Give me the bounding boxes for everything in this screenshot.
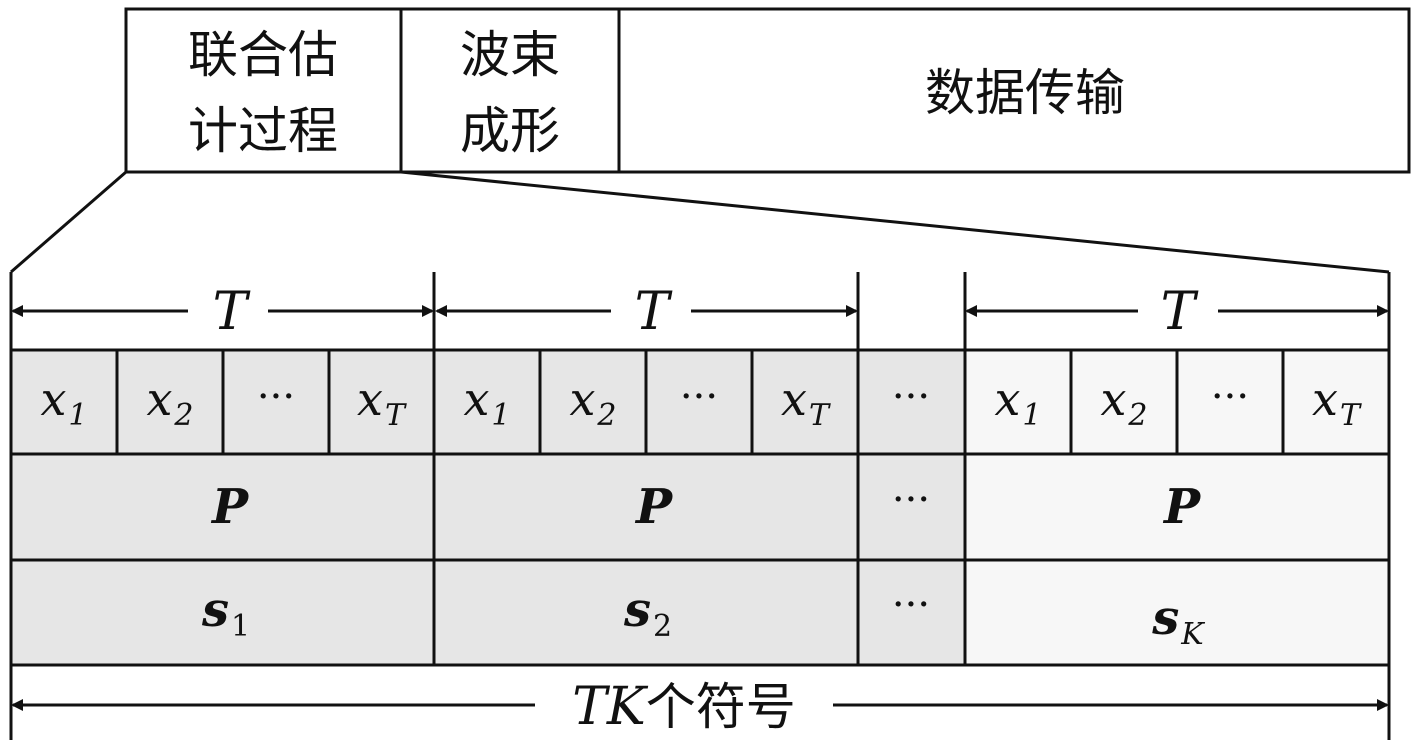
beamforming-label-line1: 波束 <box>460 26 560 84</box>
beamforming-label-line2: 成形 <box>460 102 560 160</box>
ellipsis-cell <box>856 348 967 456</box>
ellipsis-label: ··· <box>892 477 930 523</box>
period-label-2: T <box>635 282 673 342</box>
data-transmission-cell <box>617 7 1411 174</box>
signal-label: s2 <box>623 582 672 644</box>
frame-grid: x1 x2 ··· xT P s1 x1 x2 ··· xT P s2 <box>9 348 1391 667</box>
symbol-label: x1 <box>463 372 510 433</box>
symbol-cell <box>221 348 331 456</box>
ellipsis-cell <box>856 452 967 562</box>
block-k: x1 x2 ··· xT P sK <box>963 348 1391 667</box>
period-label-1: T <box>213 282 251 342</box>
symbol-cell <box>538 348 648 456</box>
ellipsis-column: ··· ··· ··· <box>856 348 967 667</box>
symbol-cell <box>963 348 1073 456</box>
ellipsis-label: ··· <box>892 374 930 420</box>
data-transmission-label: 数据传输 <box>925 64 1125 122</box>
symbol-ellipsis: ··· <box>1211 374 1249 420</box>
signal-cell <box>963 558 1391 667</box>
block-2: x1 x2 ··· xT P s2 <box>432 348 860 667</box>
period-dimensions: T T T <box>9 272 1391 350</box>
zoom-line-left <box>10 170 127 274</box>
ellipsis-cell <box>856 558 967 667</box>
ellipsis-label: ··· <box>892 582 930 628</box>
joint-estimation-label-line2: 计过程 <box>188 102 338 160</box>
symbol-label: xT <box>1312 372 1362 433</box>
matrix-label: P <box>634 479 674 535</box>
symbol-ellipsis: ··· <box>257 374 295 420</box>
symbol-label: xT <box>357 372 407 433</box>
signal-cell <box>9 558 436 667</box>
symbol-cell <box>750 348 860 456</box>
symbol-cell <box>644 348 754 456</box>
symbol-label: xT <box>781 372 831 433</box>
period-label-3: T <box>1161 282 1199 342</box>
matrix-label: P <box>1162 479 1202 535</box>
joint-estimation-label-line1: 联合估 <box>188 26 338 84</box>
symbol-cell <box>1069 348 1179 456</box>
top-bar: 联合估 计过程 波束 成形 数据传输 <box>124 7 1411 174</box>
symbol-cell <box>432 348 542 456</box>
block-1: x1 x2 ··· xT P s1 <box>9 348 436 667</box>
total-dimension: TK个符号 <box>9 665 1391 740</box>
beamforming-cell <box>399 7 621 174</box>
symbol-cell <box>115 348 225 456</box>
zoom-line-right <box>400 170 1390 274</box>
symbol-cell <box>9 348 119 456</box>
matrix-label: P <box>210 479 250 535</box>
symbol-ellipsis: ··· <box>680 374 718 420</box>
signal-label: sK <box>1151 590 1205 652</box>
symbol-label: x1 <box>994 372 1041 433</box>
joint-estimation-cell <box>124 7 403 174</box>
symbol-label: x2 <box>1100 372 1147 433</box>
total-label: TK个符号 <box>572 677 796 737</box>
symbol-cell <box>327 348 436 456</box>
symbol-label: x1 <box>40 372 87 433</box>
signal-label: s1 <box>201 582 250 644</box>
symbol-label: x2 <box>146 372 193 433</box>
signal-cell <box>432 558 860 667</box>
matrix-cell <box>432 452 860 562</box>
symbol-label: x2 <box>569 372 616 433</box>
